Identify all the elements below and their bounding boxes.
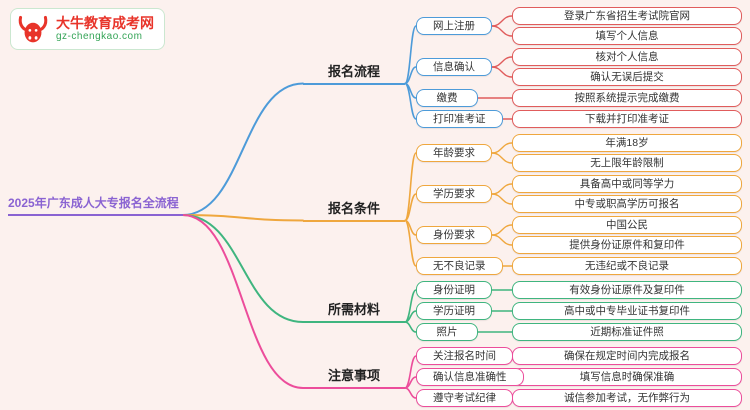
detail-node[interactable]: 确保在规定时间内完成报名 bbox=[512, 347, 742, 365]
topic-node[interactable]: 缴费 bbox=[416, 89, 478, 107]
detail-node[interactable]: 确认无误后提交 bbox=[512, 68, 742, 86]
branch-node[interactable]: 所需材料 bbox=[303, 299, 405, 323]
detail-node[interactable]: 高中或中专毕业证书复印件 bbox=[512, 302, 742, 320]
detail-node[interactable]: 年满18岁 bbox=[512, 134, 742, 152]
detail-node[interactable]: 具备高中或同等学力 bbox=[512, 175, 742, 193]
branch-node[interactable]: 报名条件 bbox=[303, 198, 405, 222]
topic-node[interactable]: 年龄要求 bbox=[416, 144, 492, 162]
topic-node[interactable]: 学历证明 bbox=[416, 302, 492, 320]
bull-icon bbox=[17, 13, 49, 45]
topic-node[interactable]: 打印准考证 bbox=[416, 110, 503, 128]
detail-node[interactable]: 中国公民 bbox=[512, 216, 742, 234]
detail-node[interactable]: 有效身份证原件及复印件 bbox=[512, 281, 742, 299]
topic-node[interactable]: 关注报名时间 bbox=[416, 347, 513, 365]
detail-node[interactable]: 诚信参加考试，无作弊行为 bbox=[512, 389, 742, 407]
site-logo[interactable]: 大牛教育成考网 gz-chengkao.com bbox=[10, 8, 165, 50]
logo-subtitle: gz-chengkao.com bbox=[56, 31, 143, 43]
detail-node[interactable]: 填写信息时确保准确 bbox=[512, 368, 742, 386]
detail-node[interactable]: 无上限年龄限制 bbox=[512, 154, 742, 172]
topic-node[interactable]: 网上注册 bbox=[416, 17, 492, 35]
detail-node[interactable]: 近期标准证件照 bbox=[512, 323, 742, 341]
detail-node[interactable]: 登录广东省招生考试院官网 bbox=[512, 7, 742, 25]
branch-node[interactable]: 报名流程 bbox=[303, 61, 405, 85]
topic-node[interactable]: 遵守考试纪律 bbox=[416, 389, 513, 407]
detail-node[interactable]: 无违纪或不良记录 bbox=[512, 257, 742, 275]
detail-node[interactable]: 按照系统提示完成缴费 bbox=[512, 89, 742, 107]
detail-node[interactable]: 下载并打印准考证 bbox=[512, 110, 742, 128]
topic-node[interactable]: 学历要求 bbox=[416, 185, 492, 203]
detail-node[interactable]: 填写个人信息 bbox=[512, 27, 742, 45]
detail-node[interactable]: 核对个人信息 bbox=[512, 48, 742, 66]
detail-node[interactable]: 提供身份证原件和复印件 bbox=[512, 236, 742, 254]
branch-node[interactable]: 注意事项 bbox=[303, 365, 405, 389]
topic-node[interactable]: 身份证明 bbox=[416, 281, 492, 299]
topic-node[interactable]: 无不良记录 bbox=[416, 257, 503, 275]
logo-title: 大牛教育成考网 bbox=[56, 14, 154, 31]
logo-text: 大牛教育成考网 gz-chengkao.com bbox=[56, 15, 154, 44]
topic-node[interactable]: 确认信息准确性 bbox=[416, 368, 524, 386]
topic-node[interactable]: 身份要求 bbox=[416, 226, 492, 244]
topic-node[interactable]: 信息确认 bbox=[416, 58, 492, 76]
topic-node[interactable]: 照片 bbox=[416, 323, 478, 341]
root-node[interactable]: 2025年广东成人大专报名全流程 bbox=[8, 194, 183, 216]
detail-node[interactable]: 中专或职高学历可报名 bbox=[512, 195, 742, 213]
